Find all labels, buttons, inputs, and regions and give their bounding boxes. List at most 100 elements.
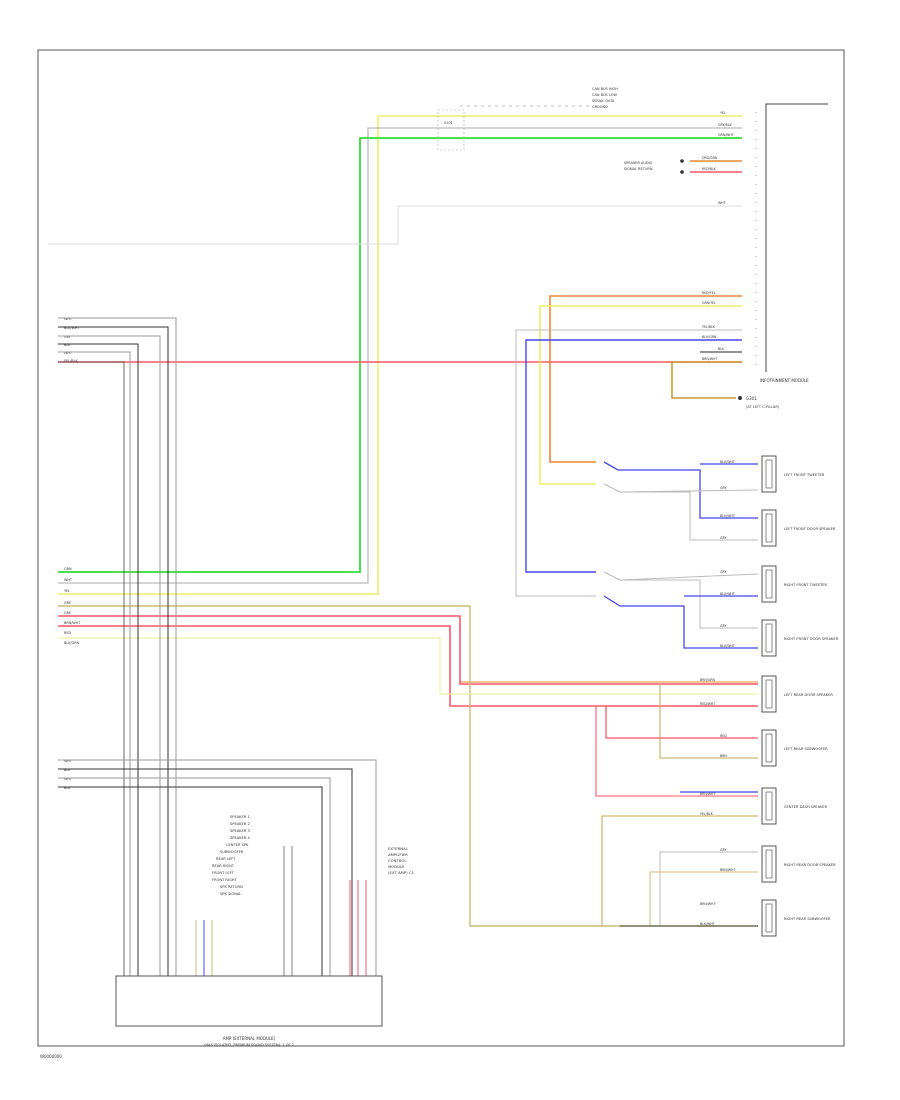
pin-label: BRN/GRN	[700, 678, 716, 682]
amp-callout-line: CONTROL	[388, 858, 407, 863]
pin-label: BRN/WHT	[700, 792, 715, 796]
infotainment-module-connector	[755, 103, 828, 372]
left-pin-labels-bot: WHT BLK WHT BLK	[64, 759, 73, 790]
amp-module-label-2: (HAS ISOLATED, PREMIUM SOUND SYSTEM), 1 …	[204, 1043, 294, 1047]
pin-label: GRY	[64, 611, 72, 615]
top-note-line: CAN BUS HIGH	[592, 87, 618, 91]
wire-tag: GRN/WHT	[718, 133, 734, 137]
wire-tag: BLU/GRN	[702, 335, 717, 339]
wire-gray-speaker	[515, 329, 742, 597]
mid-note-line: SIGNAL RETURN	[624, 167, 653, 171]
wire-blue-speaker	[525, 339, 742, 573]
amp-inner-labels: SPEAKER 1 SPEAKER 2 SPEAKER 3 SPEAKER 4 …	[212, 815, 250, 896]
speaker-name: CENTER DASH SPEAKER	[784, 805, 828, 809]
speaker-right-front-door: RIGHT FRONT DOOR SPEAKER	[761, 619, 839, 657]
pin-label: BLK	[64, 786, 71, 790]
top-note-line: GROUND	[592, 105, 608, 109]
wire-tag: RED/YEL	[702, 291, 716, 295]
amp-callout-line: EXTERNAL	[388, 846, 409, 851]
pin-label: GRY	[64, 601, 72, 605]
left-pin-labels-mid: GRN WHT YEL GRY GRY BRN/WHT RED BLK/GRN	[64, 567, 81, 645]
pin-label: WHT	[64, 351, 73, 355]
pin-label: YEL	[64, 589, 70, 593]
speaker-right-rear-subwoofer: RIGHT REAR SUBWOOFER	[761, 899, 831, 937]
wire-light-gray	[48, 205, 742, 245]
amp-callout-line: MODULE	[388, 864, 405, 869]
inner-label: SPK SIGNAL	[220, 892, 241, 896]
wire-tag: RED/BLK	[702, 167, 717, 171]
wire-red-rear-1	[58, 615, 758, 685]
pin-label: BLU/WHT	[720, 592, 735, 596]
inner-label: SPEAKER 4	[230, 836, 250, 840]
inner-label: SPEAKER 1	[230, 815, 250, 819]
pin-label: BLK/WHT	[64, 326, 80, 330]
inner-label: REAR RIGHT	[212, 864, 235, 868]
speaker-name: LEFT REAR SUBWOOFER	[784, 747, 828, 751]
speaker-pin-labels: BLU/WHT GRY BLU/WHT GRY GRY BLU/WHT GRY …	[700, 460, 735, 926]
wire-tan-rear	[58, 605, 758, 927]
pin-label: YEL/BLK	[700, 812, 714, 816]
rear-speaker-wiring	[595, 684, 758, 927]
pin-label: RED	[64, 631, 71, 635]
wire-tag: GRY/BLK	[718, 123, 732, 127]
pin-label: GRY	[720, 536, 726, 540]
wire-orange-speaker	[549, 295, 742, 463]
wire-tag: WHT	[718, 201, 726, 205]
ground-label: G301	[746, 396, 757, 401]
wire-tag: GRN/YEL	[702, 301, 716, 305]
pin-label: GRY	[720, 848, 726, 852]
wire-tan-ground	[671, 361, 742, 399]
speaker-name: LEFT REAR DOOR SPEAKER	[784, 693, 833, 697]
splice-label: S101	[444, 121, 453, 125]
front-speaker-wiring	[603, 461, 759, 649]
speaker-left-rear-subwoofer: LEFT REAR SUBWOOFER	[761, 729, 828, 767]
wire-green-can	[58, 137, 742, 573]
speaker-name: RIGHT FRONT DOOR SPEAKER	[784, 637, 839, 641]
pin-label: BLK	[64, 343, 71, 347]
amp-callout-line: AMPLIFIER	[388, 852, 408, 857]
amp-module-box	[115, 975, 383, 1027]
pin-label: BLU/WHT	[720, 514, 735, 518]
wire-tag: BLK	[718, 347, 725, 351]
inner-label: SPEAKER 2	[230, 822, 250, 826]
inner-label: CENTER SPK	[226, 843, 249, 847]
pin-label: BRN/WHT	[64, 621, 81, 625]
amp-module-label-1: AMP (EXTERNAL MODULE)	[223, 1036, 276, 1041]
speaker-name: RIGHT REAR DOOR SPEAKER	[784, 863, 836, 867]
footer-code: W0000000	[40, 1054, 62, 1059]
mid-note-line: SPEAKER AUDIO	[624, 161, 653, 165]
speaker-left-front-door: LEFT FRONT DOOR SPEAKER	[761, 509, 836, 547]
wire-tag: ORG/GRN	[702, 156, 718, 160]
pin-label: GRN	[64, 567, 72, 571]
wire-tag: YEL	[720, 111, 726, 115]
amp-callout-line: (EXT AMP) C1	[388, 870, 414, 875]
inner-label: REAR LEFT	[216, 857, 236, 861]
wire-yellow-can	[58, 115, 742, 595]
pin-label: BLK/GRN	[64, 641, 80, 645]
pin-label: WHT	[64, 317, 73, 321]
wire-tan-rear-2	[58, 637, 758, 695]
pin-label: GRY	[720, 624, 726, 628]
pin-label: WHT	[64, 578, 73, 582]
ground-note: (AT LEFT C-PILLAR)	[746, 405, 780, 409]
diagram-frame	[37, 49, 845, 1047]
pin-label: GRY	[720, 570, 726, 574]
wire-yellow-speaker	[539, 305, 742, 485]
pin-label: GRY	[64, 335, 72, 339]
inner-label: SPK RETURN	[220, 885, 243, 889]
speaker-left-rear-door: LEFT REAR DOOR SPEAKER	[761, 675, 833, 713]
speaker-name: LEFT FRONT DOOR SPEAKER	[784, 527, 836, 531]
pin-label: BRN/WHT	[700, 902, 715, 906]
speaker-left-front-tweeter: LEFT FRONT TWEETER	[761, 455, 825, 493]
radio-wire-tags: YEL GRY/BLK GRN/WHT ORG/GRN RED/BLK WHT …	[702, 111, 734, 361]
pin-label: BRN/WHT	[720, 868, 735, 872]
top-note-block: CAN BUS HIGH CAN BUS LOW SERIAL DATA GRO…	[592, 87, 618, 109]
inner-label: SUBWOOFER	[220, 850, 244, 854]
wire-gray-can	[58, 127, 742, 584]
left-pin-labels-top: WHT BLK/WHT GRY BLK WHT YEL/BLK	[64, 317, 80, 363]
speaker-name: RIGHT FRONT TWEETER	[784, 583, 828, 587]
pin-label: BLU/WHT	[720, 644, 735, 648]
wire-end-dot	[680, 159, 684, 163]
pin-label: BRN	[720, 754, 727, 758]
